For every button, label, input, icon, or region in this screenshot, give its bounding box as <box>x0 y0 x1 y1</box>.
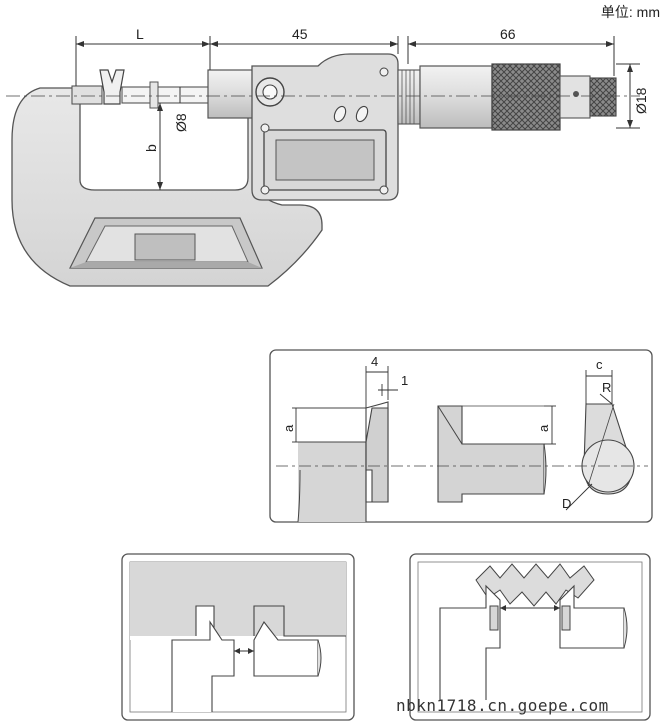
dim-1: 1 <box>401 373 408 388</box>
mode-button <box>355 105 369 123</box>
zero-button <box>333 105 347 123</box>
spindle <box>121 86 211 104</box>
dimension-arrows <box>76 41 633 190</box>
unit-label: 单位: mm <box>600 4 660 20</box>
knurled-grip <box>491 63 561 131</box>
dim-a-right: a <box>536 424 551 432</box>
micrometer-body <box>11 53 617 287</box>
dim-dia18: Ø18 <box>633 87 649 114</box>
dim-R: R <box>602 380 611 395</box>
usage-panel-groove <box>121 553 355 721</box>
usage-panel-gear <box>409 553 651 721</box>
dim-D: D <box>562 496 571 511</box>
thimble <box>419 65 493 129</box>
dim-4: 4 <box>371 354 378 369</box>
dim-dia8: Ø8 <box>173 113 189 132</box>
ratchet-knurl <box>589 77 617 117</box>
ratchet <box>559 75 591 119</box>
gear-sample <box>475 563 595 607</box>
anvil-jaw <box>99 69 125 105</box>
dim-L: L <box>136 26 144 42</box>
dimension-lines <box>75 36 640 190</box>
detail-panel: 4 1 a a c R D <box>269 349 653 523</box>
dim-c: c <box>596 357 603 372</box>
dim-a-left: a <box>281 424 296 432</box>
dim-66: 66 <box>500 26 516 42</box>
watermark: nbkn1718.cn.goepe.com <box>396 696 609 715</box>
dim-45: 45 <box>292 26 308 42</box>
sleeve <box>397 69 421 125</box>
screw-heads <box>260 67 389 195</box>
dim-b: b <box>143 144 159 152</box>
